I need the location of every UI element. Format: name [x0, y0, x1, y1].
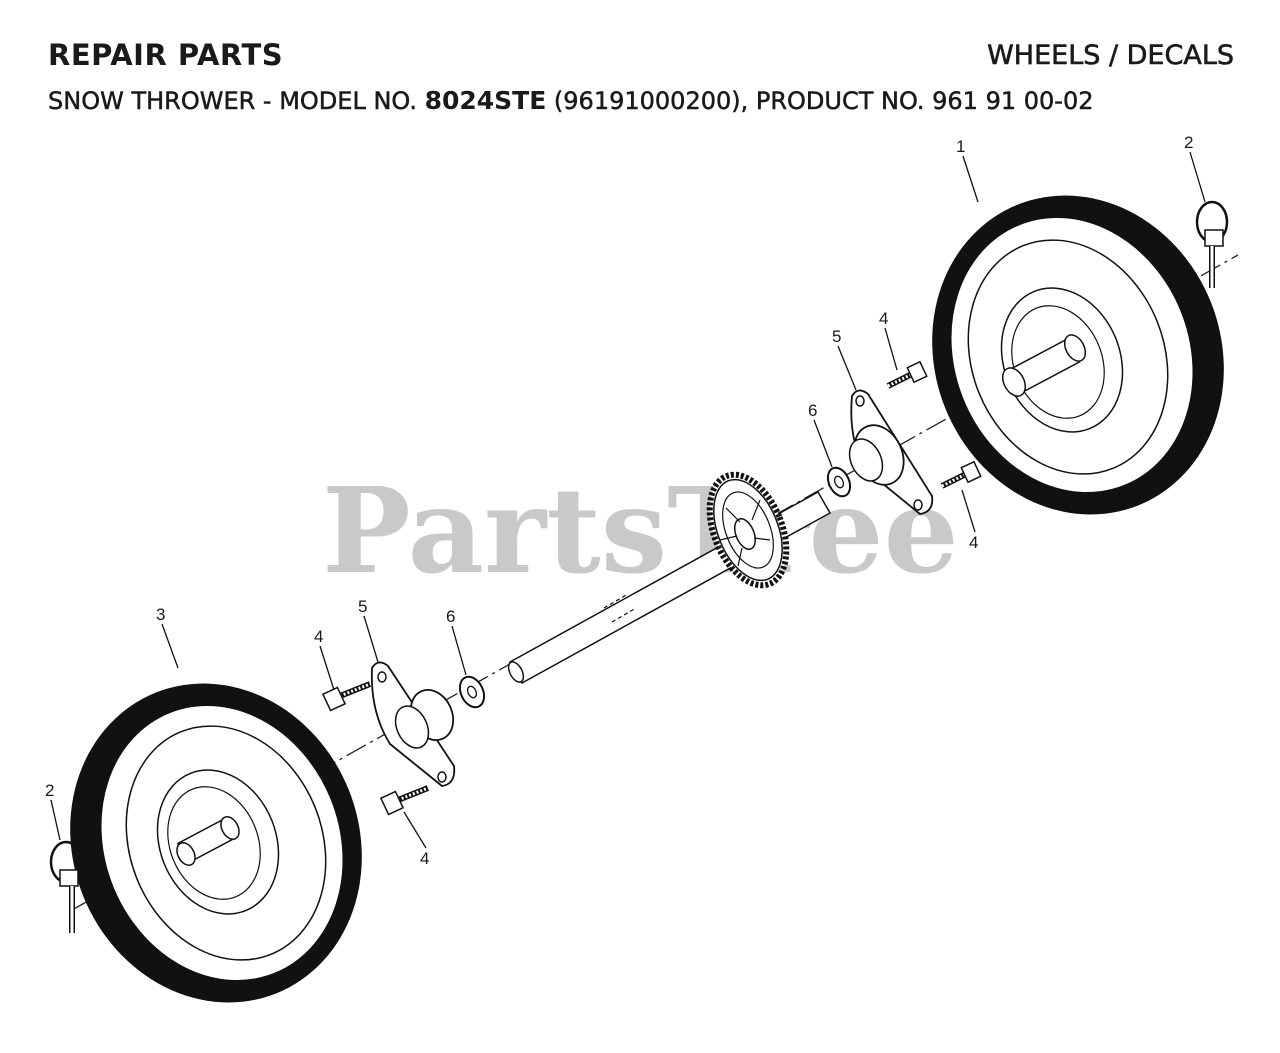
subtitle-prefix: SNOW THROWER - MODEL NO. — [48, 87, 425, 116]
washer-right[interactable] — [824, 464, 855, 500]
leader-lines — [50, 151, 1206, 849]
section-title: WHEELS / DECALS — [987, 40, 1235, 72]
page-title: REPAIR PARTS — [48, 38, 284, 72]
callout-wheel-left: 3 — [156, 605, 165, 624]
bolt-lower-right[interactable] — [940, 460, 982, 489]
watermark: PartsTree — [322, 461, 959, 600]
washer-left[interactable] — [455, 673, 488, 711]
hitch-pin-right[interactable] — [1195, 200, 1229, 288]
callout-bearing-right: 5 — [832, 327, 841, 346]
bearing-flange-right[interactable] — [843, 389, 934, 515]
callout-bolt-upper-right: 4 — [879, 309, 888, 328]
bolt-upper-left[interactable] — [321, 681, 372, 712]
bearing-flange-left[interactable] — [370, 661, 461, 787]
bolt-lower-left[interactable] — [379, 785, 430, 816]
model-subtitle: SNOW THROWER - MODEL NO. 8024STE (961910… — [48, 86, 1094, 116]
wheel-right[interactable] — [885, 151, 1272, 559]
callout-bolt-lower-right: 4 — [969, 533, 978, 552]
callout-washer-right: 6 — [808, 401, 817, 420]
subtitle-suffix: (96191000200), PRODUCT NO. 961 91 00-02 — [546, 87, 1094, 116]
callout-pin-right: 2 — [1184, 133, 1193, 152]
callout-bearing-left: 5 — [358, 597, 367, 616]
callout-pin-left: 2 — [45, 781, 54, 800]
wheel-left[interactable] — [23, 639, 410, 1047]
callout-washer-left: 6 — [446, 607, 455, 626]
callout-bolt-lower-left: 4 — [420, 849, 429, 868]
callout-wheel-right: 1 — [956, 137, 965, 156]
drive-gear[interactable] — [695, 463, 802, 596]
callout-bolt-upper-left: 4 — [314, 627, 323, 646]
model-number: 8024STE — [424, 86, 547, 115]
bolt-upper-right[interactable] — [886, 360, 928, 389]
hitch-pin-left[interactable] — [49, 840, 83, 933]
